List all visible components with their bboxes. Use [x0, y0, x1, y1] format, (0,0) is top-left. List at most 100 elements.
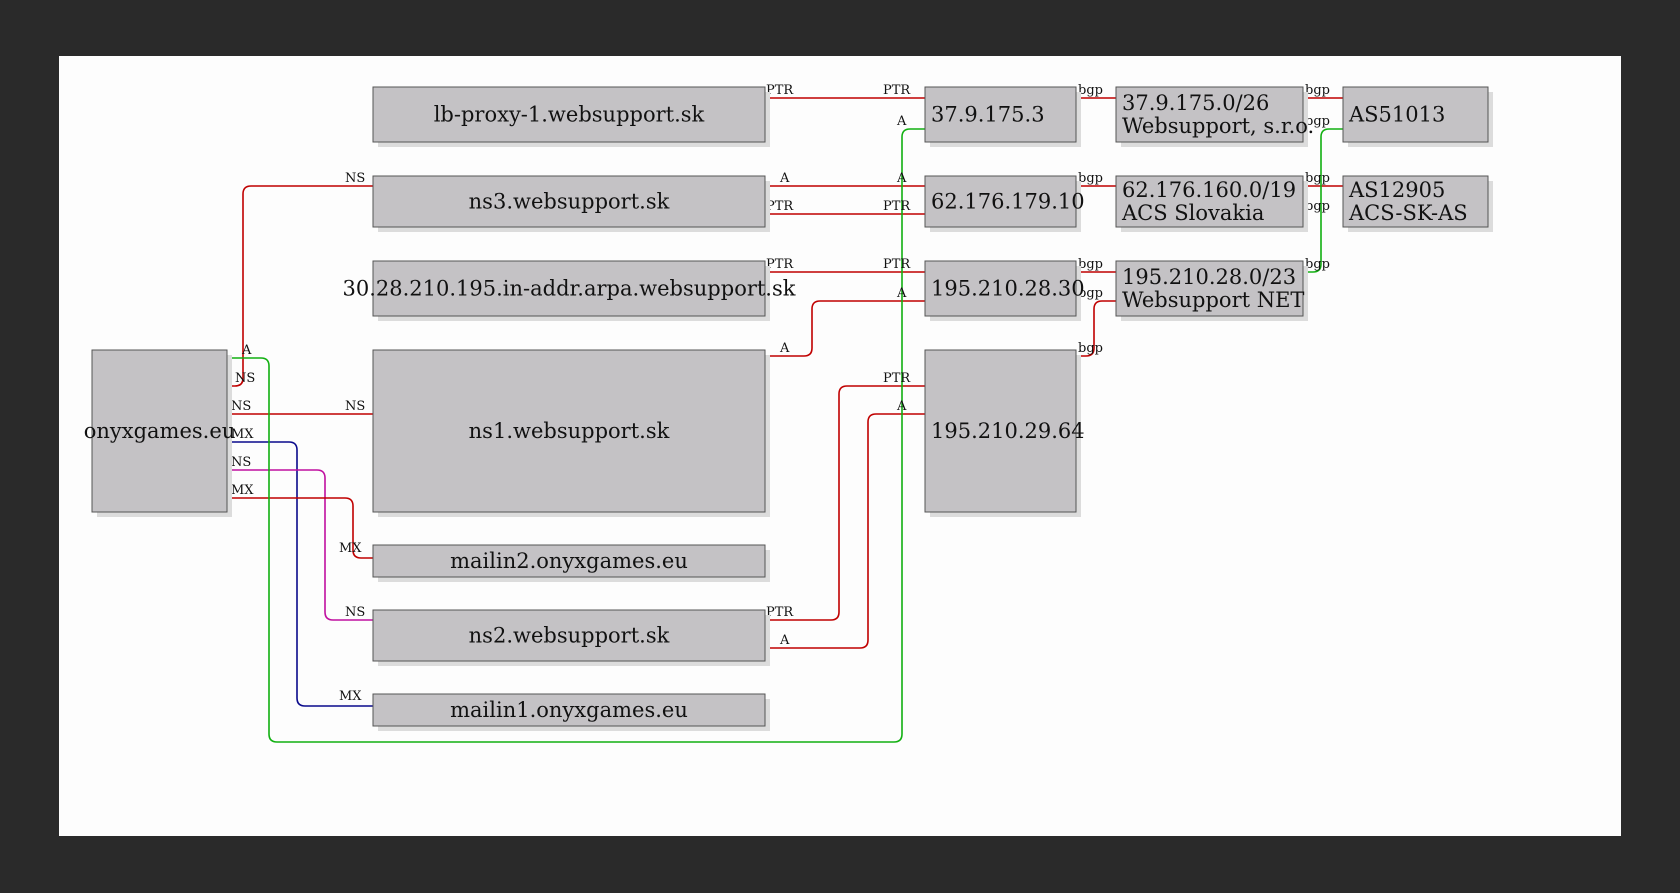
node-label: ns2.websupport.sk — [469, 624, 670, 648]
node-box — [924, 175, 1077, 228]
edge-label-bgp: bgp — [1305, 257, 1330, 272]
node-ip1[interactable]: 37.9.175.3 — [924, 86, 1081, 147]
node-ip4[interactable]: 195.210.29.64 — [924, 349, 1085, 517]
node-label: 195.210.28.30 — [931, 277, 1085, 301]
node-ns2[interactable]: ns2.websupport.sk — [372, 609, 770, 666]
edge-label-ns: NS — [231, 399, 251, 414]
edge-label-a: A — [896, 399, 907, 414]
edge-label-bgp: bgp — [1305, 199, 1330, 214]
node-onyx[interactable]: onyxgames.eu — [84, 349, 236, 517]
node-box — [372, 609, 766, 662]
node-box — [372, 175, 766, 228]
node-arpa[interactable]: 30.28.210.195.in-addr.arpa.websupport.sk — [343, 260, 796, 321]
edge-magenta-17 — [227, 469, 373, 621]
node-box — [1115, 86, 1304, 143]
edge-label-ptr: PTR — [883, 257, 911, 272]
edge-label-a: A — [896, 171, 907, 186]
node-ip2[interactable]: 62.176.179.10 — [924, 175, 1085, 232]
edge-label-bgp: bgp — [1078, 257, 1103, 272]
edge-label-ptr: PTR — [883, 83, 911, 98]
node-label: ns3.websupport.sk — [469, 190, 670, 214]
node-label: 37.9.175.0/26 — [1122, 91, 1269, 115]
edge-label-ns: NS — [231, 455, 251, 470]
edge-label-mx: MX — [339, 541, 362, 556]
edge-label-mx: MX — [231, 483, 254, 498]
edge-red-5 — [765, 385, 925, 621]
nodes-layer: onyxgames.eu lb-proxy-1.websupport.sk ns3.… — [84, 86, 1493, 731]
node-label: onyxgames.eu — [84, 419, 236, 443]
node-mailin1[interactable]: mailin1.onyxgames.eu — [372, 693, 770, 731]
edge-label-ptr: PTR — [766, 83, 794, 98]
edge-label-ptr: PTR — [766, 199, 794, 214]
node-box — [924, 349, 1077, 513]
edge-green-13 — [1303, 128, 1343, 273]
edge-label-bgp: bgp — [1305, 171, 1330, 186]
node-label: mailin2.onyxgames.eu — [450, 549, 688, 573]
node-label: 62.176.179.10 — [931, 190, 1085, 214]
edge-label-mx: MX — [231, 427, 254, 442]
node-label: ns1.websupport.sk — [469, 419, 670, 443]
node-label: 30.28.210.195.in-addr.arpa.websupport.sk — [343, 277, 796, 301]
node-box — [1342, 175, 1489, 228]
edge-label-bgp: bgp — [1078, 83, 1103, 98]
node-label: 195.210.28.0/23 — [1122, 265, 1296, 289]
edges-layer — [227, 97, 1343, 743]
node-box — [372, 86, 766, 143]
node-box — [1115, 175, 1304, 228]
edge-red-18 — [227, 497, 373, 559]
node-label: ACS Slovakia — [1121, 201, 1264, 225]
edge-red-14 — [227, 185, 373, 387]
edge-blue-16 — [227, 441, 373, 707]
node-box — [91, 349, 228, 513]
edge-label-ptr: PTR — [883, 199, 911, 214]
node-label: Websupport NET — [1122, 288, 1304, 312]
edge-label-ptr: PTR — [766, 605, 794, 620]
node-box — [372, 693, 766, 727]
node-ns3[interactable]: ns3.websupport.sk — [372, 175, 770, 232]
edge-label-ptr: PTR — [766, 257, 794, 272]
edge-label-a: A — [779, 171, 790, 186]
edge-label-ns: NS — [345, 171, 365, 186]
edge-label-bgp: bgp — [1305, 83, 1330, 98]
edge-label-bgp: bgp — [1078, 286, 1103, 301]
node-lbproxy[interactable]: lb-proxy-1.websupport.sk — [372, 86, 770, 147]
edge-label-a: A — [896, 286, 907, 301]
edge-green-19 — [227, 128, 925, 743]
node-as1[interactable]: AS51013 — [1342, 86, 1493, 147]
edge-label-ns: NS — [345, 399, 365, 414]
edge-label-bgp: bgp — [1078, 171, 1103, 186]
edge-label-bgp: bgp — [1078, 341, 1103, 356]
node-label: AS12905 — [1348, 178, 1445, 202]
edge-red-6 — [765, 413, 925, 649]
node-box — [372, 544, 766, 578]
node-box — [372, 349, 766, 513]
edge-label-bgp: bgp — [1305, 114, 1330, 129]
node-label: mailin1.onyxgames.eu — [450, 698, 688, 722]
node-label: lb-proxy-1.websupport.sk — [434, 103, 705, 127]
node-box — [1115, 260, 1304, 317]
node-box — [924, 260, 1077, 317]
edge-red-4 — [765, 300, 925, 357]
node-label: 37.9.175.3 — [931, 103, 1045, 127]
edge-label-a: A — [779, 633, 790, 648]
node-label: ACS-SK-AS — [1348, 201, 1468, 225]
edge-label-ptr: PTR — [883, 371, 911, 386]
node-label: AS51013 — [1348, 103, 1445, 127]
node-mailin2[interactable]: mailin2.onyxgames.eu — [372, 544, 770, 582]
node-label: 195.210.29.64 — [931, 419, 1085, 443]
edge-label-ns: NS — [345, 605, 365, 620]
node-ip3[interactable]: 195.210.28.30 — [924, 260, 1085, 321]
node-box — [924, 86, 1077, 143]
node-box — [372, 260, 766, 317]
node-label: Websupport, s.r.o. — [1122, 114, 1314, 138]
edge-label-a: A — [779, 341, 790, 356]
edge-label-a: A — [896, 114, 907, 129]
edge-label-a: A — [241, 343, 252, 358]
node-ns1[interactable]: ns1.websupport.sk — [372, 349, 770, 517]
